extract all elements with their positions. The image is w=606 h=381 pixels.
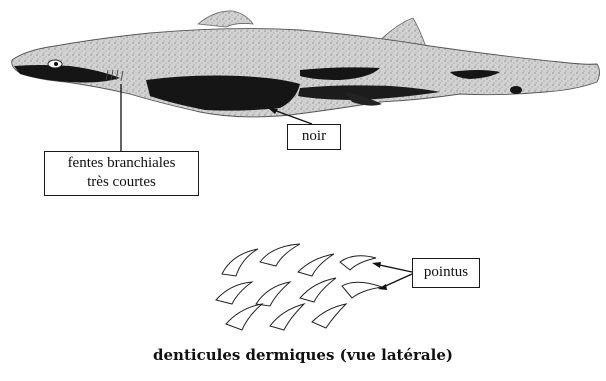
shark-pupil — [54, 62, 58, 66]
denticle — [226, 304, 262, 330]
denticle — [340, 256, 376, 270]
pointed-label: pointus — [412, 258, 480, 288]
gill-slits-label: fentes branchiales très courtes — [44, 151, 199, 196]
denticle — [270, 304, 304, 330]
dermal-denticles — [216, 244, 382, 330]
gill-slits-label-line-1: fentes branchiales — [45, 154, 198, 173]
denticle — [222, 249, 258, 276]
black-label-text: noir — [288, 125, 340, 147]
pointed-pointer-line-1 — [375, 264, 412, 272]
dark-belly-patch — [146, 76, 300, 111]
shark-illustration — [12, 11, 600, 117]
denticle — [260, 244, 300, 266]
black-label: noir — [287, 124, 341, 150]
first-dorsal-fin — [198, 11, 253, 27]
gill-slits-label-line-2: très courtes — [45, 173, 198, 192]
denticle — [300, 278, 336, 302]
denticle — [298, 254, 334, 276]
figure-caption: denticules dermiques (vue latérale) — [0, 346, 606, 364]
denticle — [342, 282, 382, 298]
dark-tail-spot — [510, 86, 522, 94]
pointed-arrowhead-1 — [372, 262, 381, 268]
denticle — [216, 282, 252, 304]
denticle — [312, 304, 346, 328]
denticle — [256, 282, 290, 306]
pointed-label-text: pointus — [413, 259, 479, 285]
